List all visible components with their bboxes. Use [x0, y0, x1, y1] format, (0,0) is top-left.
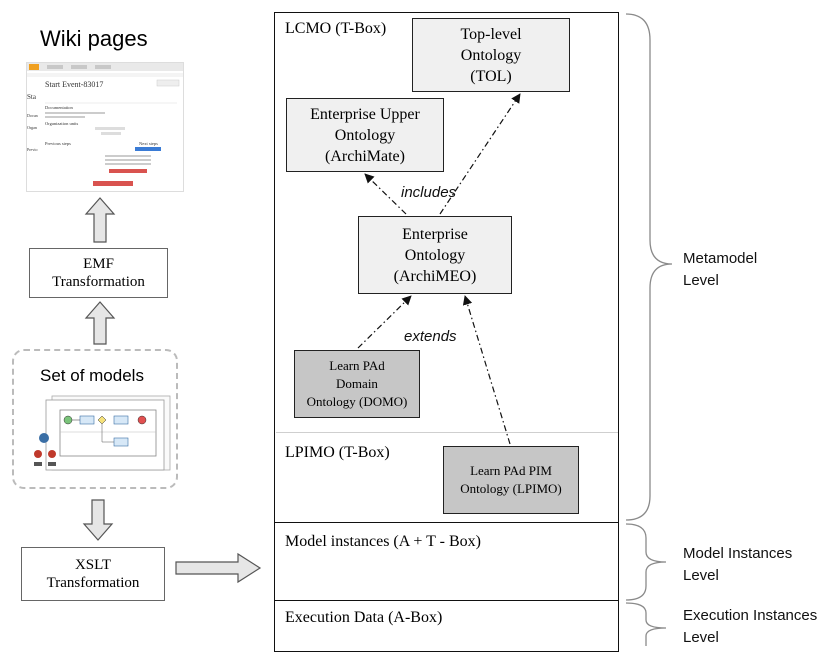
xslt-label-line1: XSLT [74, 557, 112, 573]
domo-line1: Learn PAd [329, 358, 385, 373]
execution-level-line1: Execution Instances [683, 607, 818, 624]
svg-text:Documentation: Documentation [45, 105, 73, 110]
process-model-thumbnails [34, 395, 171, 471]
includes-label: includes [401, 184, 457, 201]
domo-line2: Domain [336, 376, 378, 391]
wiki-page-thumbnail-graphic: Start Event-83017 Sta Documentation Docu… [27, 63, 183, 186]
wiki-pages-title: Wiki pages [40, 26, 148, 51]
down-arrow-to-xslt [82, 499, 114, 541]
eu-line3: (ArchiMate) [325, 147, 405, 165]
xslt-label-line2: Transformation [46, 575, 140, 591]
svg-text:Next steps: Next steps [139, 141, 158, 146]
metamodel-level-label: Metamodel Level [683, 248, 757, 292]
right-arrow-to-model-instances [175, 552, 262, 584]
xslt-transformation-box: XSLT Transformation [21, 547, 165, 601]
tol-line1: Top-level [460, 25, 522, 43]
emf-label-line2: Transformation [52, 274, 145, 290]
model-instances-level-label: Model Instances Level [683, 543, 792, 587]
lpimo-model-separator [274, 522, 619, 523]
set-of-models-container [12, 349, 178, 489]
lpimo-line1: Learn PAd PIM [470, 463, 552, 478]
domo-line3: Ontology (DOMO) [306, 394, 408, 409]
metamodel-brace [625, 13, 673, 521]
execution-level-label: Execution Instances Level [683, 605, 817, 649]
enterprise-ontology-box: Enterprise Ontology (ArchiMEO) [358, 216, 512, 294]
model-instances-level-line1: Model Instances [683, 545, 793, 562]
lpimo-label: LPIMO (T-Box) [285, 444, 390, 461]
metamodel-line2: Level [683, 272, 719, 289]
execution-level-line2: Level [683, 629, 719, 646]
svg-text:Docun: Docun [27, 113, 38, 118]
eu-line2: Ontology [334, 126, 396, 144]
model-instances-brace [625, 523, 667, 601]
svg-text:Previous steps: Previous steps [45, 141, 71, 146]
enterprise-upper-ontology-box: Enterprise Upper Ontology (ArchiMate) [286, 98, 444, 172]
svg-text:Start Event-83017: Start Event-83017 [45, 80, 103, 89]
eu-line1: Enterprise Upper [310, 105, 420, 123]
model-instances-level-line2: Level [683, 567, 719, 584]
execution-data-label: Execution Data (A-Box) [285, 609, 443, 626]
tol-line2: Ontology [460, 46, 522, 64]
set-of-models-title: Set of models [40, 366, 144, 385]
model-instances-label: Model instances (A + T - Box) [285, 533, 481, 550]
wiki-page-thumbnail: Start Event-83017 Sta Documentation Docu… [26, 62, 184, 192]
tol-line3: (TOL) [470, 67, 512, 85]
model-execution-separator [274, 600, 619, 601]
domo-box: Learn PAd Domain Ontology (DOMO) [294, 350, 420, 418]
level-braces [625, 13, 673, 646]
emf-label-line1: EMF [83, 256, 114, 272]
emf-transformation-box: EMF Transformation [29, 248, 168, 298]
ent-line2: Ontology [404, 246, 466, 264]
ent-line1: Enterprise [402, 225, 468, 243]
up-arrow-to-emf [84, 301, 116, 345]
up-arrow-to-wiki [84, 197, 116, 243]
tol-box: Top-level Ontology (TOL) [412, 18, 570, 92]
execution-brace [625, 602, 667, 646]
lcmo-label: LCMO (T-Box) [285, 20, 387, 37]
ent-line3: (ArchiMEO) [393, 267, 477, 285]
metamodel-line1: Metamodel [683, 250, 758, 267]
lcmo-lpimo-separator [276, 432, 618, 433]
svg-text:Organ: Organ [27, 125, 37, 130]
lpimo-box: Learn PAd PIM Ontology (LPIMO) [443, 446, 579, 514]
svg-text:Sta: Sta [27, 93, 37, 101]
lpimo-line2: Ontology (LPIMO) [460, 481, 562, 496]
extends-label: extends [404, 328, 457, 345]
svg-text:Previo: Previo [27, 147, 37, 152]
svg-text:Organization units: Organization units [45, 121, 79, 126]
